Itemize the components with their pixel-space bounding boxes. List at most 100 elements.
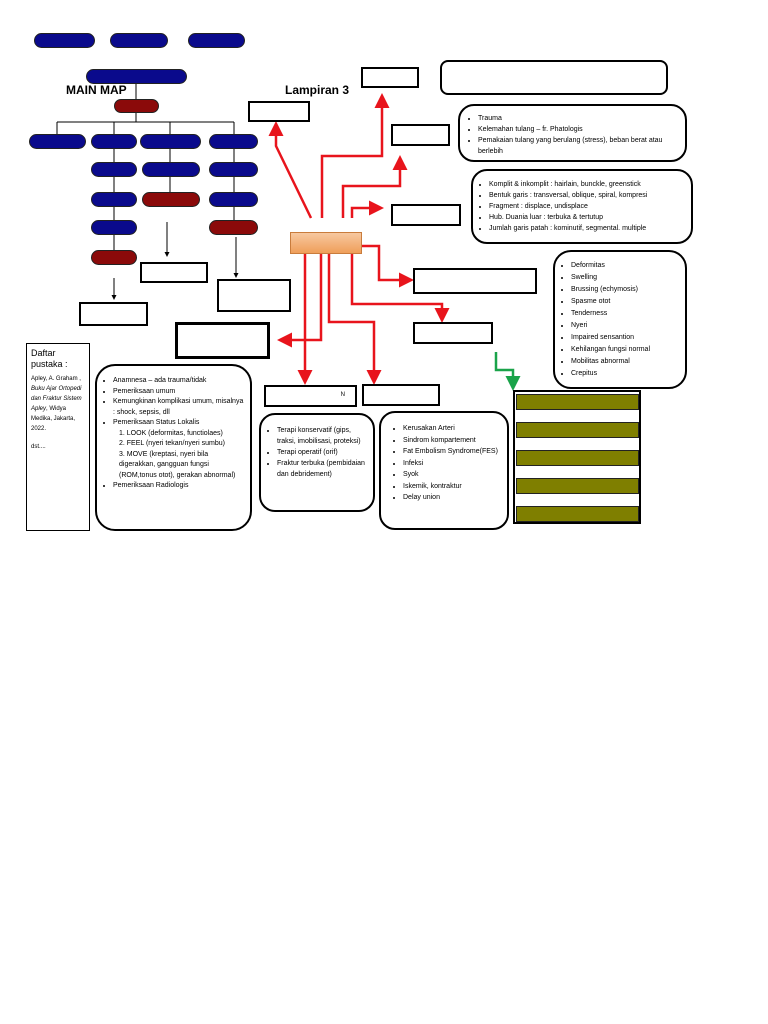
signs-item: Spasme otot — [571, 296, 681, 308]
etiology-box: TraumaKelemahan tulang – fr. PhatologisP… — [458, 104, 687, 162]
assessment-box: Anamnesa – ada trauma/tidakPemeriksaan u… — [95, 364, 252, 531]
reference-authors: Apley, A. Graham , — [31, 376, 81, 382]
olive-step-4 — [516, 478, 639, 494]
empty-box-top-left — [248, 101, 310, 122]
signs-item: Tenderness — [571, 308, 681, 320]
empty-box-etiology-header — [391, 124, 450, 146]
top-node-2 — [110, 33, 168, 48]
arrow-to-middle-right-box — [350, 254, 450, 323]
arrow-to-assessment-box — [277, 254, 323, 348]
reference-citation: Apley, A. Graham , Buku Ajar Ortopedi da… — [31, 374, 85, 434]
top-node-3 — [188, 33, 245, 48]
branch-node-3 — [140, 134, 201, 149]
col3-node-2 — [142, 192, 200, 207]
therapy-item: Terapi konservatif (gips, traksi, imobil… — [277, 425, 369, 447]
red-arrows — [268, 93, 450, 385]
reference-box: Daftar pustaka : Apley, A. Graham , Buku… — [26, 343, 90, 531]
main-map-root-node — [86, 69, 187, 84]
col4-node-2 — [209, 192, 258, 207]
col4-node-1 — [209, 162, 258, 177]
arrow-to-signs-box — [362, 244, 414, 288]
etiology-item: Trauma — [478, 113, 679, 124]
therapy-item: Terapi operatif (orif) — [277, 447, 369, 458]
olive-step-3 — [516, 450, 639, 466]
empty-box-col3 — [140, 262, 208, 283]
col4-node-3 — [209, 220, 258, 235]
therapy-list: Terapi konservatif (gips, traksi, imobil… — [265, 425, 369, 480]
empty-box-complication-header — [362, 384, 440, 406]
col2-node-1 — [91, 162, 137, 177]
signs-list: DeformitasSwellingBrussing (echymosis)Sp… — [559, 260, 681, 380]
complications-item: Fat Embolism Syndrome(FES) — [403, 446, 503, 458]
reference-publisher: , Widya Medika, Jakarta, 2022. — [31, 406, 76, 432]
complications-box: Kerusakan ArteriSindrom kompartementFat … — [379, 411, 509, 530]
col2-node-2 — [91, 192, 137, 207]
arrow-to-top-left-box — [268, 121, 313, 219]
green-arrow — [494, 352, 521, 391]
top-node-1 — [34, 33, 95, 48]
olive-step-5 — [516, 506, 639, 522]
classification-item: Hub. Duania luar : terbuka & tertutup — [489, 212, 687, 223]
signs-item: Swelling — [571, 272, 681, 284]
lampiran-title: Lampiran 3 — [285, 83, 350, 97]
branch-node-4 — [209, 134, 258, 149]
assessment-item: Pemeriksaan Status Lokalis — [113, 418, 246, 429]
reference-etc: dst.... — [31, 444, 46, 450]
signs-item: Mobilitas abnormal — [571, 356, 681, 368]
empty-box-top-wide — [440, 60, 668, 95]
etiology-list: TraumaKelemahan tulang – fr. PhatologisP… — [466, 113, 679, 157]
classification-list: Komplit & inkomplit : hairlain, bunckle,… — [477, 179, 687, 234]
complications-item: Kerusakan Arteri — [403, 423, 503, 435]
assessment-item: Kemungkinan komplikasi umum, misalnya : … — [113, 397, 246, 418]
signs-item: Nyeri — [571, 320, 681, 332]
empty-box-middle-right — [413, 322, 493, 344]
assessment-sub-item: 1. LOOK (deformitas, functiolaes) — [119, 429, 223, 437]
assessment-item: Anamnesa – ada trauma/tidak — [113, 376, 246, 387]
signs-item: Deformitas — [571, 260, 681, 272]
assessment-item: Pemeriksaan Radiologis — [113, 481, 246, 492]
complications-list: Kerusakan ArteriSindrom kompartementFat … — [391, 423, 503, 504]
classification-item: Bentuk garis : transversal, oblique, spi… — [489, 190, 687, 201]
arrow-to-complication-box — [327, 254, 382, 385]
assessment-sub-item: 2. FEEL (nyeri tekan/nyeri sumbu) — [119, 440, 225, 447]
reference-title: Daftar pustaka : — [31, 348, 68, 369]
signs-item: Impaired sensantion — [571, 332, 681, 344]
assessment-sub-item: 3. MOVE (kreptasi, nyeri bila digerakkan… — [119, 450, 236, 479]
central-topic-node — [290, 232, 362, 254]
empty-box-therapy-header: N — [264, 385, 357, 407]
olive-step-1 — [516, 394, 639, 410]
arrow-to-classification-box — [350, 200, 384, 218]
empty-box-col4 — [217, 279, 291, 312]
main-map-center-node — [114, 99, 159, 113]
reference-book-title: Buku Ajar Ortopedi dan Fraktur Sistem Ap… — [31, 386, 82, 412]
complications-item: Sindrom kompartement — [403, 435, 503, 447]
empty-box-top-center — [361, 67, 419, 88]
arrow-to-top-box — [320, 93, 390, 218]
n-label: N — [340, 392, 345, 398]
olive-step-2 — [516, 422, 639, 438]
classification-box: Komplit & inkomplit : hairlain, bunckle,… — [471, 169, 693, 244]
signs-box: DeformitasSwellingBrussing (echymosis)Sp… — [553, 250, 687, 389]
therapy-box: Terapi konservatif (gips, traksi, imobil… — [259, 413, 375, 512]
col2-node-4 — [91, 250, 137, 265]
empty-box-col2 — [79, 302, 148, 326]
signs-item: Crepitus — [571, 368, 681, 380]
col3-node-1 — [142, 162, 200, 177]
classification-item: Fragment : displace, undisplace — [489, 201, 687, 212]
signs-item: Brussing (echymosis) — [571, 284, 681, 296]
classification-item: Jumlah garis patah : kominutif, segmenta… — [489, 223, 687, 234]
therapy-item: Fraktur terbuka (pembidaian dan debridem… — [277, 458, 369, 480]
classification-item: Komplit & inkomplit : hairlain, bunckle,… — [489, 179, 687, 190]
empty-box-signs-header — [413, 268, 537, 294]
arrow-to-etiology-box — [341, 155, 408, 218]
complications-item: Syok — [403, 469, 503, 481]
assessment-list: Anamnesa – ada trauma/tidakPemeriksaan u… — [101, 376, 246, 492]
branch-node-1 — [29, 134, 86, 149]
main-map-title: MAIN MAP — [66, 83, 127, 97]
signs-item: Kehilangan fungsi normal — [571, 344, 681, 356]
complications-item: Infeksi — [403, 458, 503, 470]
assessment-item: Pemeriksaan umum — [113, 387, 246, 398]
etiology-item: Kelemahan tulang – fr. Phatologis — [478, 124, 679, 135]
empty-box-classification-header — [391, 204, 461, 226]
